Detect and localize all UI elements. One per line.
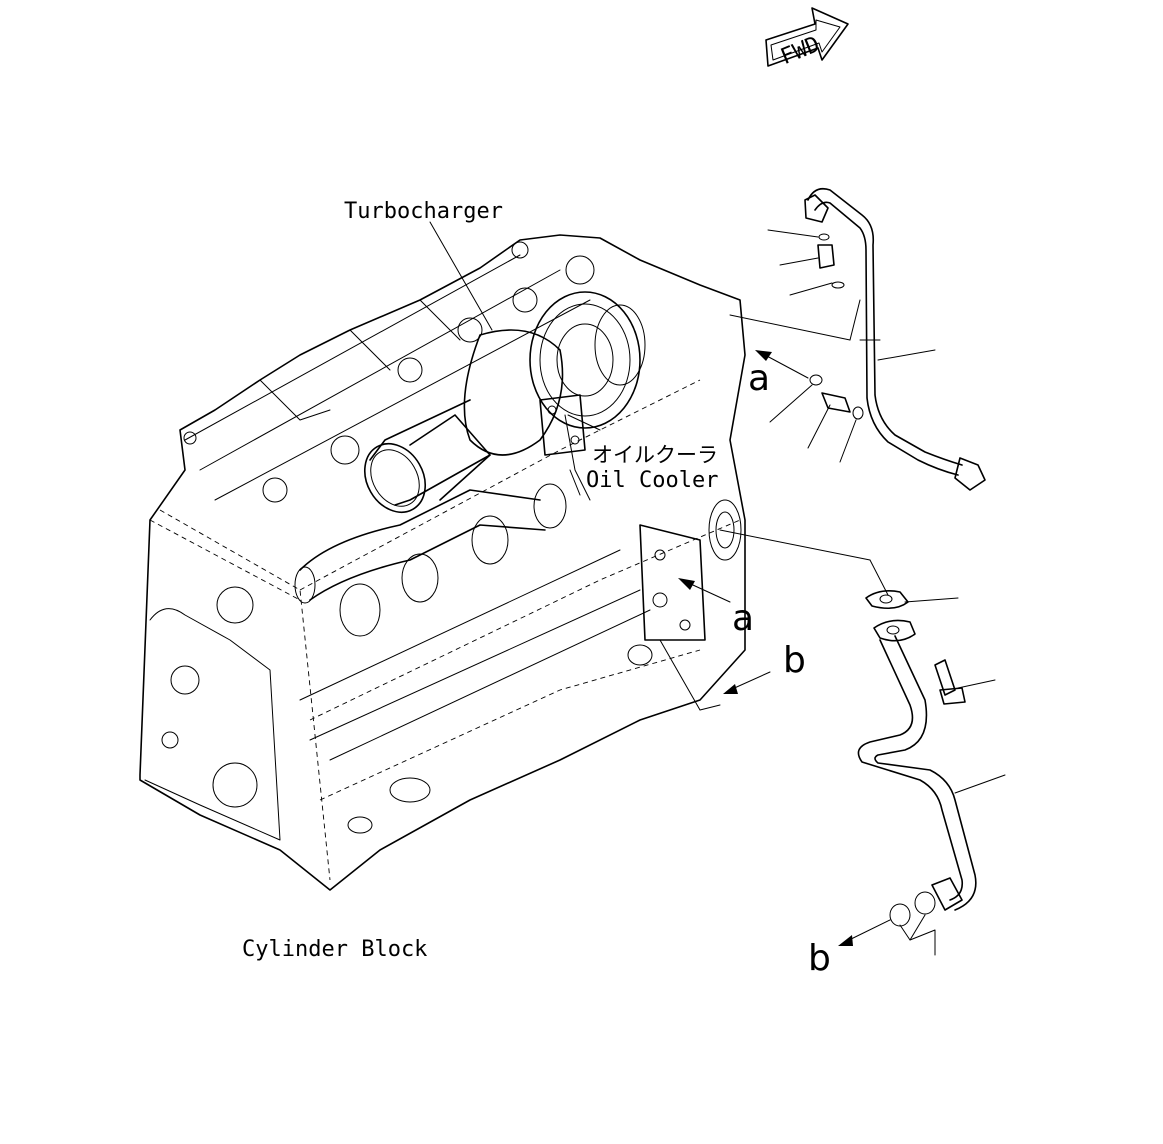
oil-feed-tube-drawing <box>804 187 986 491</box>
fittings-drawing <box>809 233 864 420</box>
cylinder-block-label: Cylinder Block <box>242 937 427 962</box>
ref-label-b-lower: b <box>808 938 831 979</box>
ref-arrow-b-lower <box>838 919 891 946</box>
cylinder-block-drawing <box>139 234 746 891</box>
fwd-label: FWD <box>777 32 823 70</box>
ref-label-b-upper: b <box>783 640 806 681</box>
ref-arrow-a-lower <box>678 578 731 603</box>
ref-arrow-b-upper <box>723 671 771 694</box>
oil-return-tube-drawing <box>857 590 977 927</box>
oil-cooler-jp-label: オイルクーラ <box>592 443 718 467</box>
ref-label-a-lower: a <box>732 598 754 639</box>
ref-label-a-upper: a <box>748 358 770 399</box>
fwd-arrow-icon: FWD <box>765 7 849 70</box>
ref-arrow-a-upper <box>755 350 809 379</box>
exhaust-pipe-drawing <box>294 489 546 604</box>
leader-lines <box>429 221 1006 956</box>
oil-cooler-label: Oil Cooler <box>586 468 718 493</box>
turbocharger-label: Turbocharger <box>344 199 503 224</box>
turbocharger-drawing <box>364 291 646 513</box>
